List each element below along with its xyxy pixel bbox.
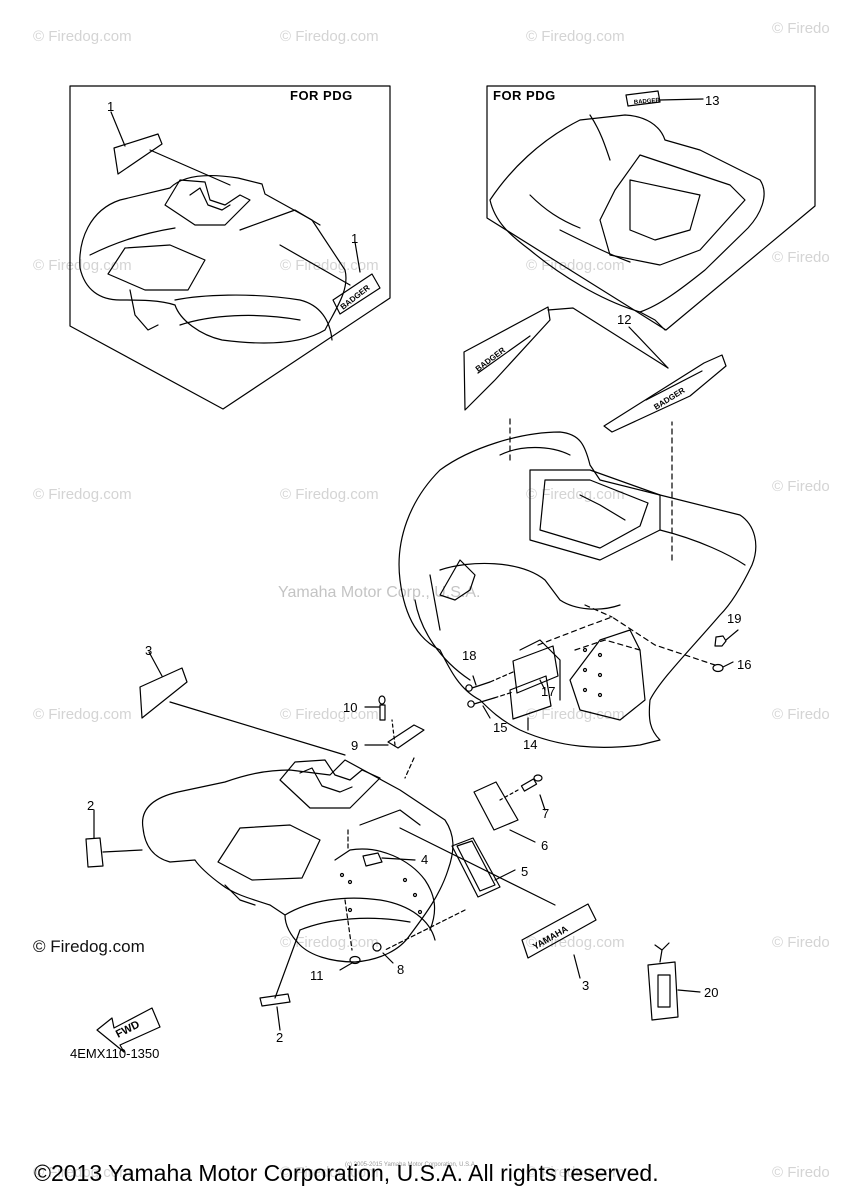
rear-decal-12-right	[603, 354, 727, 433]
watermark: © Firedo	[772, 478, 830, 495]
watermark: © Firedo	[772, 706, 830, 723]
left-inset-decal-1b	[279, 241, 381, 315]
callout-15: 15	[493, 720, 508, 735]
leader-12	[547, 307, 669, 369]
part-8-nut	[372, 942, 394, 964]
watermark: © Firedo	[772, 1164, 830, 1181]
callout-13: 13	[705, 93, 720, 108]
part-18-bolt	[465, 675, 491, 692]
callout-12: 12	[617, 312, 632, 327]
watermark: © Firedog.com	[33, 706, 132, 723]
part-16-washer	[712, 661, 734, 673]
rear-decal-12-left	[463, 306, 551, 411]
right-inset-title: FOR PDG	[493, 88, 556, 103]
part-6-plate	[473, 781, 536, 843]
callout-3: 3	[145, 643, 153, 658]
callout-3: 3	[582, 978, 590, 993]
part-9-plate	[364, 724, 425, 749]
callout-1: 1	[351, 231, 359, 246]
front-decal-3-right	[399, 827, 597, 979]
part-11-rivet	[339, 955, 361, 971]
left-inset-title: FOR PDG	[290, 88, 353, 103]
part-14-plate	[509, 675, 552, 731]
right-inset-decal-13	[625, 90, 704, 107]
front-decal-2-left	[85, 809, 143, 868]
front-decal-2-bottom	[259, 929, 301, 1031]
part-19-nut	[714, 629, 739, 647]
watermark: © Firedo	[772, 934, 830, 951]
rear-fender-dashed-plate-mount	[509, 417, 716, 666]
part-10-bolt	[364, 695, 396, 746]
left-inset-decal-1a	[110, 111, 231, 186]
watermark: © Firedog.com	[526, 706, 625, 723]
watermark: © Firedog.com	[33, 486, 132, 503]
callout-20: 20	[704, 985, 719, 1000]
decal-badger-right: BADGER	[652, 386, 686, 412]
firedog-copyright: © Firedog.com	[33, 937, 145, 956]
callout-14: 14	[523, 737, 538, 752]
center-watermark: Yamaha Motor Corp., U.S.A.	[278, 584, 481, 601]
watermark: © Firedog.com	[526, 1164, 625, 1181]
small-print: (c) 2005-2015 Yamaha Motor Corporation, …	[345, 1162, 477, 1168]
rear-fender	[398, 431, 757, 748]
right-inset-fender	[489, 114, 765, 331]
watermark: © Firedog.com	[526, 28, 625, 45]
front-decal-3-left	[139, 651, 346, 756]
front-fender	[141, 759, 454, 963]
watermark: © Firedog.com	[33, 28, 132, 45]
decal-badger-top: BADGER	[634, 98, 661, 106]
callout-1: 1	[107, 99, 115, 114]
part-20-tag	[647, 942, 701, 1021]
watermark: © Firedo	[772, 20, 830, 37]
watermark: © Firedog.com	[280, 257, 379, 274]
diagram-code: 4EMX110-1350	[70, 1046, 160, 1061]
callout-6: 6	[541, 838, 549, 853]
watermark: © Firedog.com	[526, 486, 625, 503]
left-inset-fender	[79, 175, 347, 344]
watermark: © Firedog.com	[280, 706, 379, 723]
callout-16: 16	[737, 657, 752, 672]
part-5-plate-frame	[451, 837, 516, 898]
callout-7: 7	[542, 806, 550, 821]
leader-front-dashed	[404, 757, 415, 779]
fwd-arrow-icon	[96, 1007, 161, 1053]
watermark: © Firedo	[772, 249, 830, 266]
watermark: © Firedog.com	[526, 257, 625, 274]
watermark: © Firedog.com	[33, 1164, 132, 1181]
callout-10: 10	[343, 700, 358, 715]
callout-4: 4	[421, 852, 429, 867]
callout-9: 9	[351, 738, 359, 753]
callout-8: 8	[397, 962, 405, 977]
callout-2: 2	[87, 798, 95, 813]
decal-badger-left: BADGER	[474, 345, 507, 373]
part-17-plate	[512, 645, 559, 694]
callout-2: 2	[276, 1030, 284, 1045]
watermark: © Firedog.com	[33, 257, 132, 274]
watermark: © Firedog.com	[280, 28, 379, 45]
part-4-decal	[362, 852, 416, 867]
part-7-bolt	[499, 774, 546, 811]
watermark: © Firedog.com	[280, 1164, 379, 1181]
callout-5: 5	[521, 864, 529, 879]
left-inset-box	[69, 85, 391, 410]
part-15-bolt	[467, 697, 495, 719]
callout-11: 11	[310, 968, 324, 983]
callout-17: 17	[541, 684, 556, 699]
front-fender-dashed	[344, 829, 466, 951]
callout-19: 19	[727, 611, 742, 626]
right-inset-box	[486, 85, 816, 331]
watermark: © Firedog.com	[280, 486, 379, 503]
watermark: © Firedog.com	[280, 934, 379, 951]
watermark: © Firedog.com	[526, 934, 625, 951]
callout-18: 18	[462, 648, 477, 663]
footer-copyright: ©2013 Yamaha Motor Corporation, U.S.A. A…	[34, 1160, 659, 1186]
leader-rear-bolts	[489, 671, 514, 699]
